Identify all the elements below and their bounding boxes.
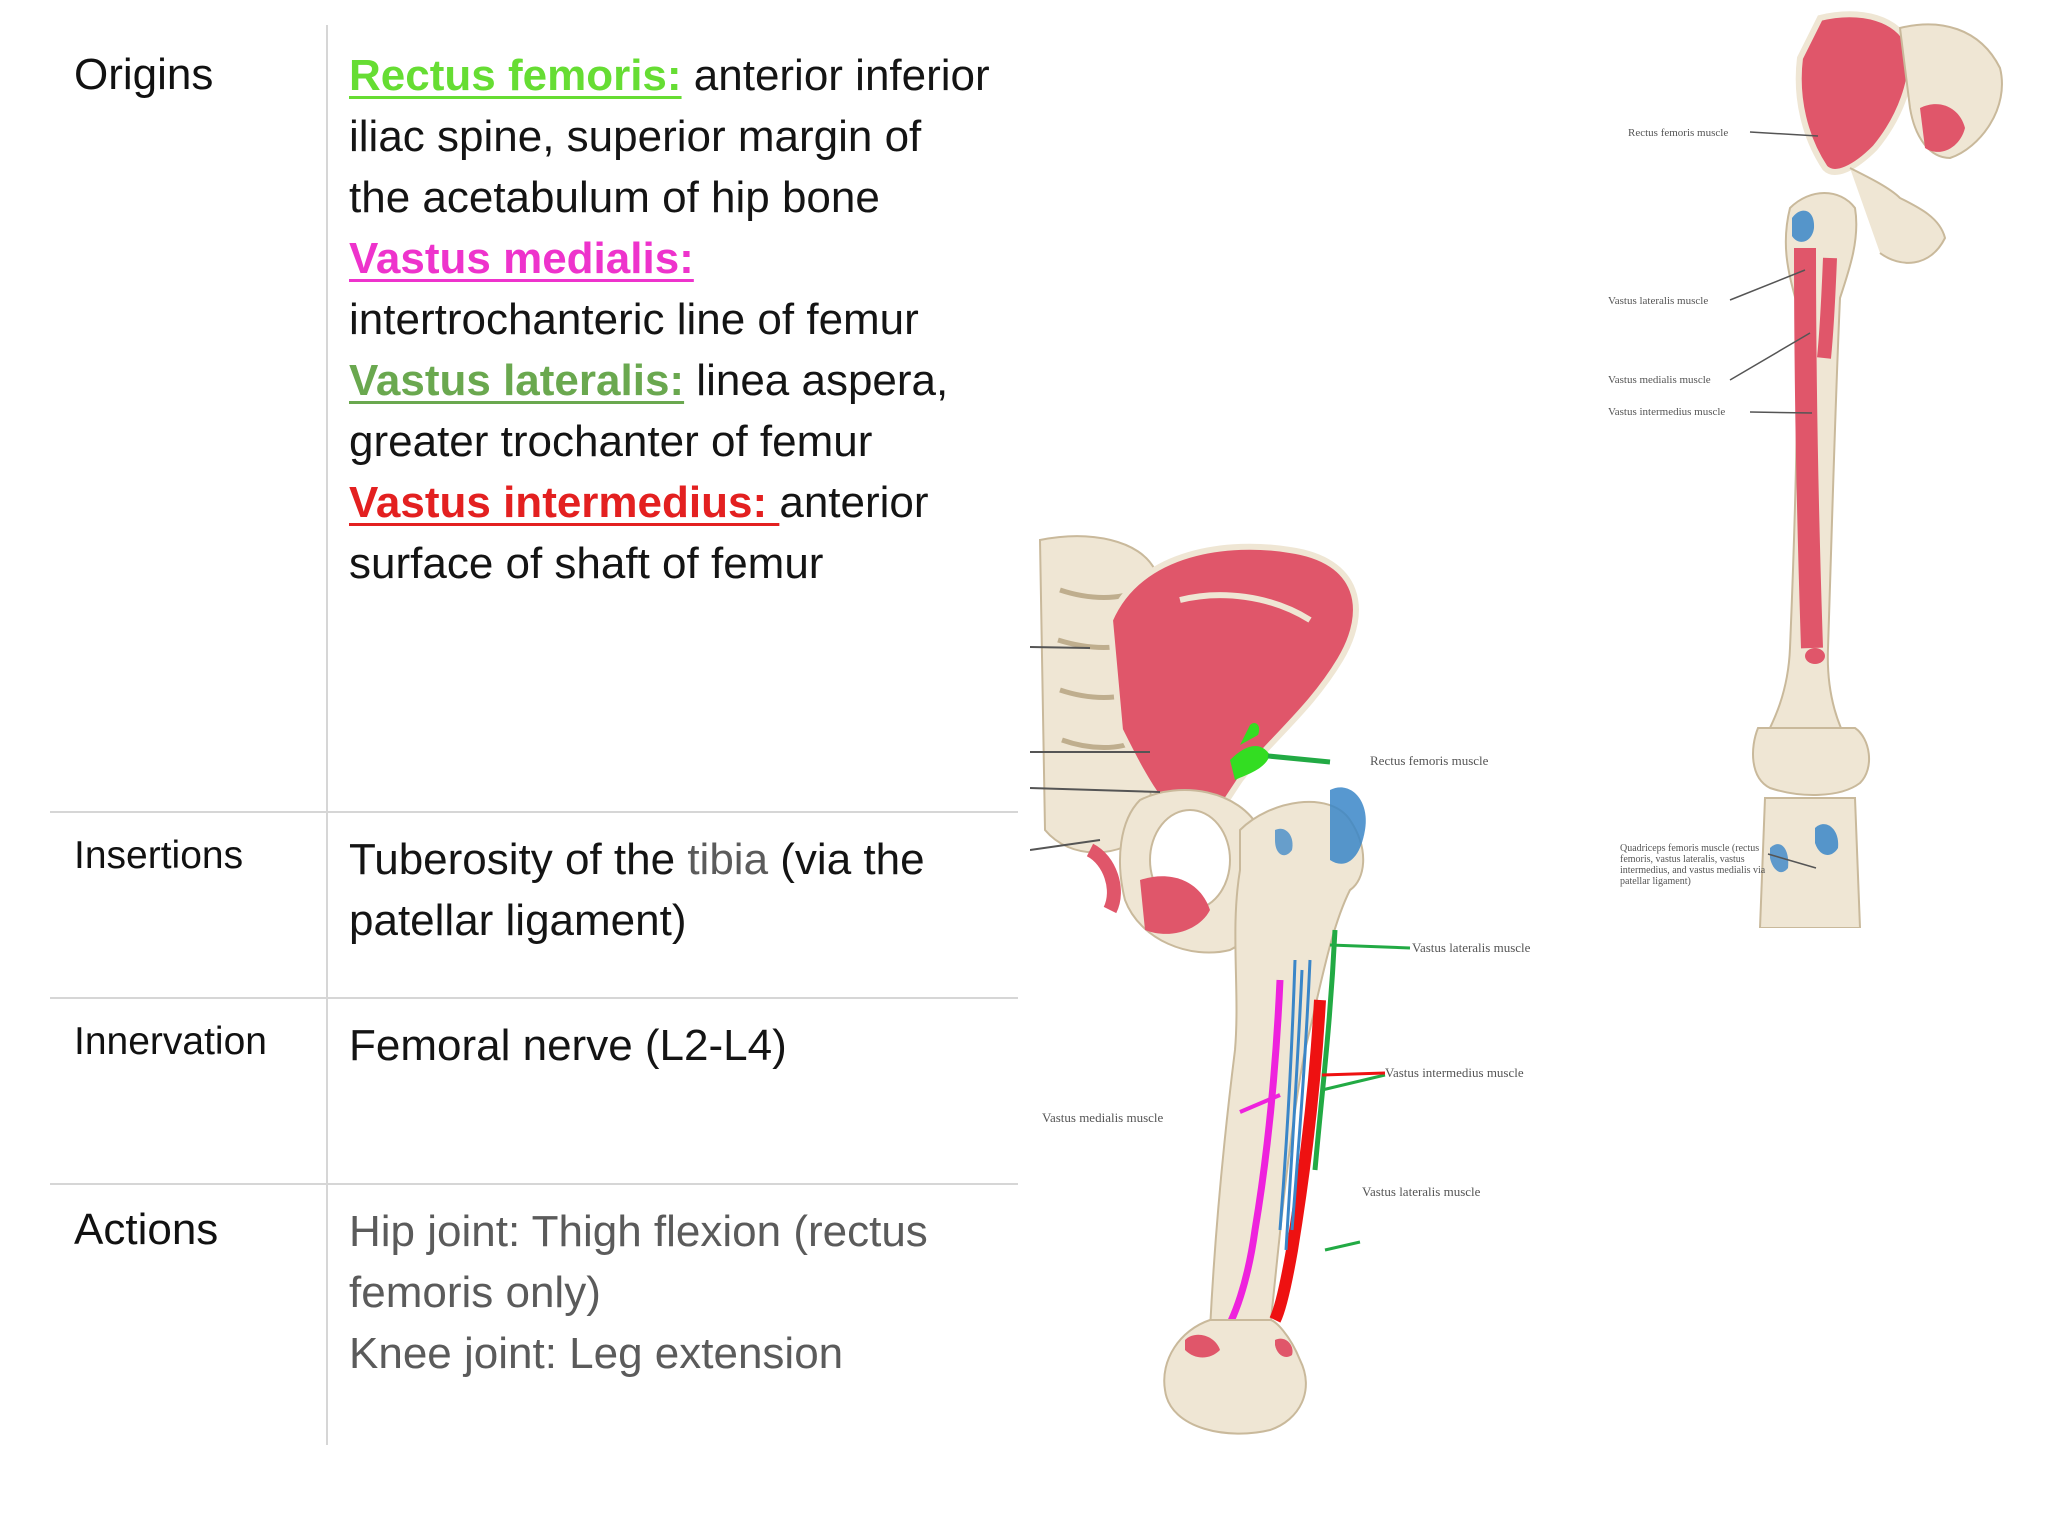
label-vastus-medialis: Vastus medialis muscle	[1042, 1110, 1164, 1125]
muscle-name-vastus-intermedius: Vastus intermedius:	[349, 478, 780, 527]
label-rectus-femoris: Rectus femoris muscle	[1370, 753, 1489, 768]
label-vastus-lateralis-lower: Vastus lateralis muscle	[1362, 1184, 1481, 1199]
femur-posterior-illustration: Rectus femoris muscle Vastus lateralis m…	[1030, 535, 1531, 1435]
muscle-name-vastus-lateralis: Vastus lateralis:	[349, 356, 685, 405]
label-vastus-lateralis-anterior: Vastus lateralis muscle	[1608, 295, 1708, 307]
column-divider	[326, 25, 328, 1445]
label-quadriceps-anterior: Quadriceps femoris muscle (rectus femori…	[1620, 843, 1766, 887]
origin-text: anterior surface of shaft of femur	[349, 478, 929, 588]
vastus-medialis-highlight	[1217, 979, 1284, 1343]
tibia-link[interactable]: tibia	[687, 835, 769, 884]
origin-entry-rectus-femoris: Rectus femoris: anterior inferior iliac …	[349, 45, 994, 228]
origin-entry-vastus-medialis: Vastus medialis: intertrochanteric line …	[349, 228, 994, 350]
actions-label: Actions	[74, 1205, 219, 1254]
insertions-label: Insertions	[74, 834, 244, 877]
label-vastus-intermedius: Vastus intermedius muscle	[1385, 1065, 1524, 1080]
vastus-lateralis-highlight	[1312, 929, 1338, 1171]
vastus-intermedius-highlight	[1269, 999, 1326, 1323]
action-knee: Knee joint: Leg extension	[349, 1329, 844, 1378]
actions-cell: Hip joint: Thigh flexion (rectus femoris…	[349, 1201, 994, 1384]
row-divider	[50, 1183, 1018, 1185]
label-vastus-lateralis-upper: Vastus lateralis muscle	[1412, 940, 1531, 955]
ilium-anterior	[1795, 11, 1914, 175]
innervation-label: Innervation	[74, 1020, 267, 1063]
muscle-name-vastus-medialis: Vastus medialis:	[349, 234, 694, 283]
origin-text: intertrochanteric line of femur	[349, 295, 919, 344]
origin-text: linea aspera, greater trochanter of femu…	[349, 356, 949, 466]
origin-text: anterior inferior iliac spine, superior …	[349, 51, 990, 222]
innervation-cell: Femoral nerve (L2-L4)	[349, 1021, 787, 1070]
label-vastus-intermedius-anterior: Vastus intermedius muscle	[1608, 406, 1725, 418]
muscle-name-rectus-femoris: Rectus femoris:	[349, 51, 682, 100]
row-divider	[50, 997, 1018, 999]
rectus-femoris-highlight	[1230, 745, 1270, 780]
row-divider	[50, 811, 1018, 813]
action-hip: Hip joint: Thigh flexion (rectus femoris…	[349, 1207, 928, 1317]
origins-label: Origins	[74, 50, 214, 99]
origin-entry-vastus-lateralis: Vastus lateralis: linea aspera, greater …	[349, 350, 994, 472]
origins-cell: Rectus femoris: anterior inferior iliac …	[349, 45, 994, 594]
insertion-text: Tuberosity of the	[349, 835, 688, 884]
origin-entry-vastus-intermedius: Vastus intermedius: anterior surface of …	[349, 472, 994, 594]
anatomy-table: Origins Rectus femoris: anterior inferio…	[0, 0, 1020, 1450]
insertion-text: (via the patellar ligament)	[349, 835, 925, 945]
femur-anterior-illustration: Rectus femoris muscle Vastus lateralis m…	[1608, 11, 2003, 928]
label-vastus-medialis-anterior: Vastus medialis muscle	[1608, 374, 1711, 386]
insertions-cell: Tuberosity of the tibia (via the patella…	[349, 829, 994, 951]
femur-condyles	[1163, 1319, 1307, 1435]
label-rectus-femoris-anterior: Rectus femoris muscle	[1628, 127, 1728, 139]
vastus-attachment-line	[1794, 247, 1823, 649]
